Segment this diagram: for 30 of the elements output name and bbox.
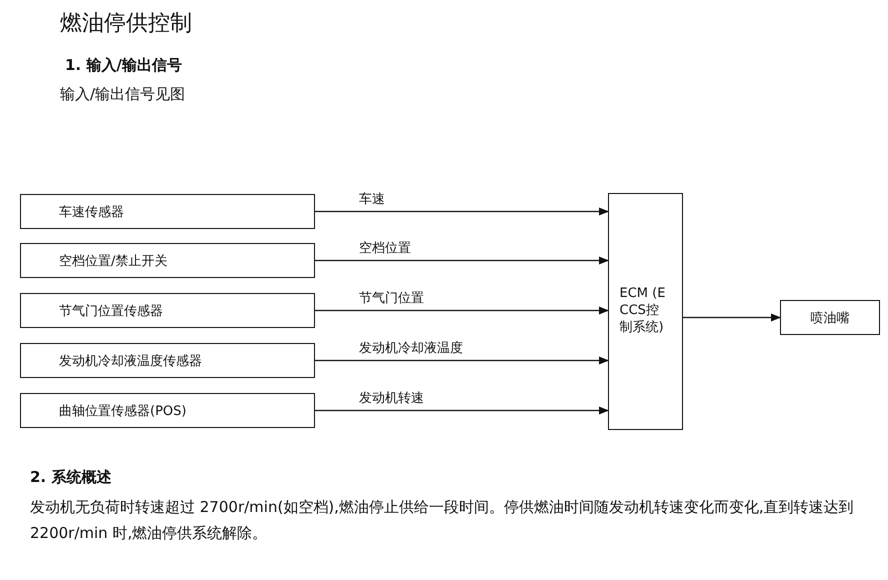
node-label: 空档位置/禁止开关 [59,252,168,270]
arrow [683,314,781,322]
edge-label: 发动机冷却液温度 [357,338,465,356]
arrow [315,208,609,216]
sensor-box [20,194,315,229]
paragraph: 发动机无负荷时转速超过 2700r/min(如空档),燃油停止供给一段时间。停供燃油时间随发动机转速变化而变化,直到转速达到 2200r/min 时,燃油停供系统解除。 [30,497,855,544]
node-label: 节气门位置传感器 [59,302,163,320]
intro-text: 输入/输出信号见图 [60,85,186,104]
sensor-box [20,293,315,328]
node-label: 车速传感器 [59,204,124,220]
section-heading: 2. 系统概述 [30,468,112,487]
node-label: 发动机冷却液温度传感器 [59,352,202,370]
sensor-box [20,243,315,278]
edge-label: 空档位置 [357,238,413,256]
title: 燃油停供控制 [60,10,192,38]
edge-label: 节气门位置 [357,288,426,306]
node-label: 曲轴位置传感器(POS) [59,402,186,420]
edge-label: 车速 [357,190,387,208]
arrow [315,256,609,264]
controller-label: ECM (ECCS控制系统) [620,286,666,337]
injector-box [780,300,880,335]
arrow [315,406,609,414]
edge-label: 发动机转速 [357,388,426,406]
section-heading: 1. 输入/输出信号 [65,56,182,75]
sensor-box [20,393,315,428]
arrow [315,356,609,364]
arrow [315,306,609,314]
node-label: 喷油嘴 [810,310,850,326]
controller-box [608,193,683,430]
sensor-box [20,343,315,378]
